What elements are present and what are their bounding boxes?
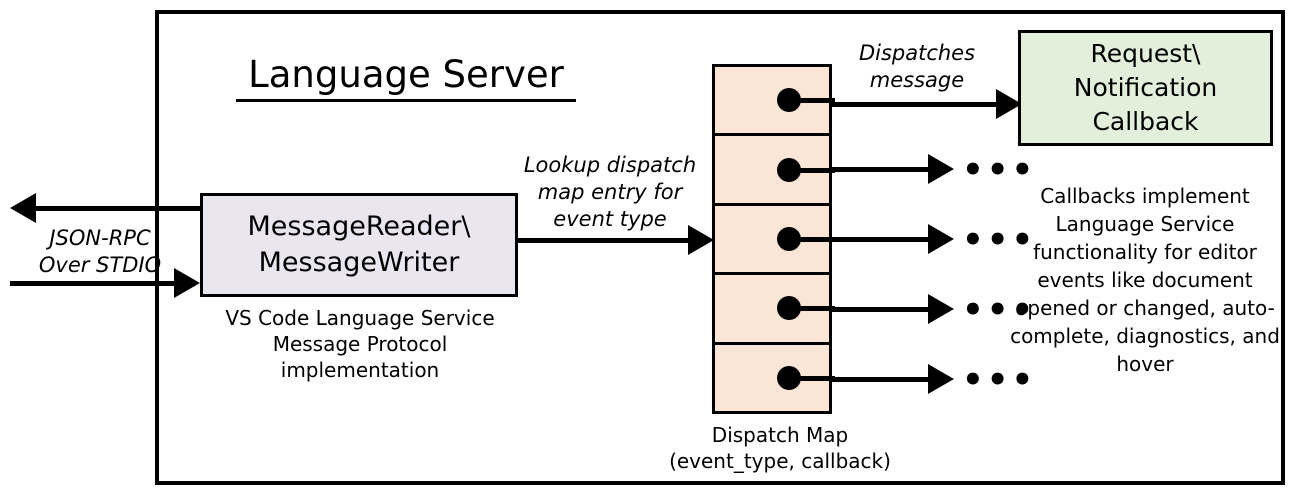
message-box-caption: VS Code Language Service Message Protoco…	[195, 305, 525, 383]
inbound-line	[10, 281, 186, 286]
callback-box-line2: Notification	[1073, 73, 1218, 102]
dispatch-entry-stub	[789, 375, 835, 381]
dispatch-line-1	[830, 102, 1010, 107]
dispatch-line-3	[830, 237, 940, 242]
dispatch-entry-stub	[789, 167, 835, 173]
dispatch-entry-stub	[789, 237, 835, 243]
arrow-right-icon	[928, 294, 954, 324]
arrow-right-icon	[928, 224, 954, 254]
dispatch-map[interactable]	[712, 64, 835, 414]
callback-box-caption: Callbacks implement Language Service fun…	[1010, 184, 1280, 376]
message-box-line2: MessageWriter	[258, 247, 460, 278]
dispatch-map-caption-line1: Dispatch Map	[711, 423, 849, 447]
lookup-line	[516, 238, 700, 243]
dispatch-map-row[interactable]	[715, 136, 835, 206]
arrow-right-icon	[928, 154, 954, 184]
dispatch-entry-stub	[789, 306, 835, 312]
lookup-label-line3: event type	[553, 207, 667, 231]
arrow-right-lookup-icon	[688, 225, 714, 255]
page-title: Language Server	[236, 53, 576, 102]
ellipsis-2: •••	[962, 150, 1037, 190]
dispatch-entry-stub	[789, 98, 835, 104]
dispatch-line-2	[830, 167, 940, 172]
outbound-line	[36, 206, 206, 211]
dispatch-map-row[interactable]	[715, 67, 835, 137]
message-reader-writer-box[interactable]: MessageReader\ MessageWriter	[200, 193, 518, 297]
dispatch-label-line1: Dispatches	[858, 41, 976, 65]
message-box-caption-line1: VS Code Language Service	[225, 306, 495, 330]
arrow-right-dispatch-icon	[996, 89, 1022, 119]
jsonrpc-label: JSON-RPC Over STDIO	[20, 225, 180, 279]
message-box-caption-line2: Message Protocol implementation	[272, 332, 448, 382]
arrow-right-icon	[928, 364, 954, 394]
jsonrpc-label-line1: JSON-RPC	[49, 226, 151, 250]
jsonrpc-label-line2: Over STDIO	[38, 253, 162, 277]
dispatch-map-row[interactable]	[715, 206, 835, 276]
arrow-left-out-icon	[10, 193, 36, 223]
dispatch-map-row[interactable]	[715, 275, 835, 345]
dispatch-map-caption: Dispatch Map (event_type, callback)	[665, 422, 895, 474]
dispatch-line-5	[830, 377, 940, 382]
dispatch-line-4	[830, 307, 940, 312]
arrow-right-in-icon	[174, 268, 200, 298]
dispatch-map-row[interactable]	[715, 345, 835, 411]
dispatch-label-line2: message	[869, 68, 965, 92]
callback-box-line3: Callback	[1092, 107, 1199, 136]
request-notification-callback-box[interactable]: Request\ Notification Callback	[1018, 30, 1273, 146]
message-box-line1: MessageReader\	[247, 211, 471, 242]
callback-box-line1: Request\	[1090, 39, 1201, 68]
dispatch-map-caption-line2: (event_type, callback)	[669, 449, 891, 473]
lookup-label-line2: map entry for	[537, 180, 683, 204]
language-server-boundary	[155, 10, 1285, 485]
dispatch-label: Dispatches message	[832, 40, 1002, 94]
lookup-label-line1: Lookup dispatch	[523, 153, 697, 177]
lookup-label: Lookup dispatch map entry for event type	[515, 152, 705, 233]
